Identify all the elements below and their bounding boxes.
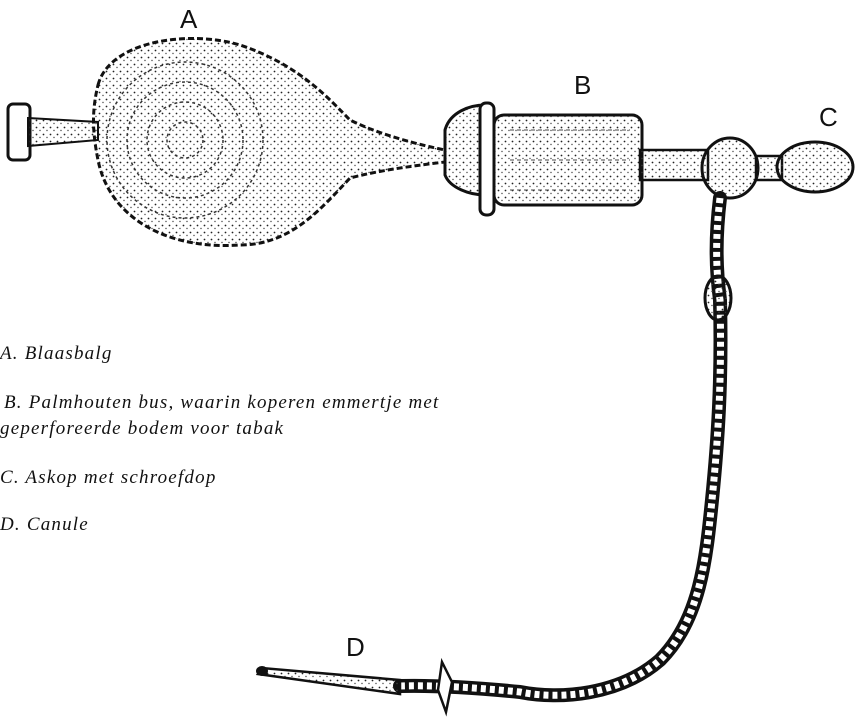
bellows <box>8 38 445 245</box>
bellows-neck <box>28 118 98 146</box>
bellows-mouthpiece <box>8 104 30 160</box>
ash-head <box>640 138 853 198</box>
label-a: A <box>180 6 197 32</box>
legend-entry-d: D. Canule <box>0 514 89 536</box>
cannula-tip <box>258 668 400 694</box>
bellows-body <box>94 38 446 245</box>
cannula <box>256 198 731 712</box>
legend-entry-b: B. Palmhouten bus, waarin koperen emmert… <box>4 392 439 414</box>
screw-cap <box>777 142 853 192</box>
label-b: B <box>574 72 591 98</box>
label-c: C <box>819 104 838 130</box>
legend-entry-b-continued: geperforeerde bodem voor tabak <box>0 418 284 440</box>
legend-entry-a: A. Blaasbalg <box>0 343 113 365</box>
label-d: D <box>346 634 365 660</box>
tobacco-box <box>445 103 642 215</box>
legend-entry-c: C. Askop met schroefdop <box>0 467 217 489</box>
